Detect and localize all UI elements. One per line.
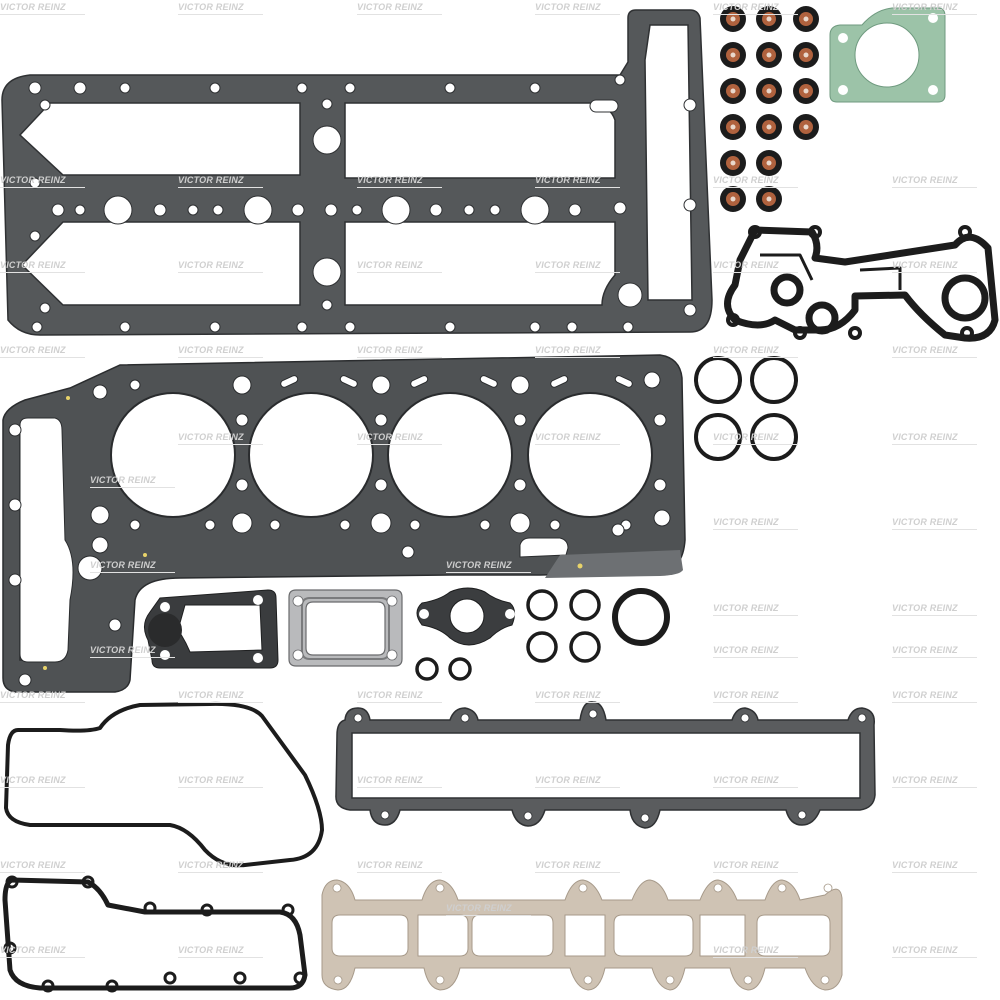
cylinder-head-gasket bbox=[2, 354, 686, 693]
oil-filter-housing-gasket bbox=[724, 225, 999, 342]
exhaust-manifold-gasket bbox=[321, 879, 843, 991]
side-cover-gasket bbox=[2, 875, 308, 993]
throttle-body-gasket bbox=[829, 7, 946, 103]
o-rings-medium bbox=[694, 356, 798, 461]
egr-gasket bbox=[416, 587, 516, 646]
valve-stem-seals bbox=[720, 6, 819, 212]
thermostat-housing-gasket bbox=[144, 589, 279, 669]
timing-cover-seal bbox=[4, 701, 324, 868]
turbo-flange-gasket bbox=[288, 589, 403, 667]
o-rings-small bbox=[415, 589, 601, 681]
valve-cover-gasket bbox=[1, 9, 713, 336]
intake-manifold-gasket bbox=[335, 701, 876, 829]
large-sealing-ring bbox=[612, 588, 670, 646]
